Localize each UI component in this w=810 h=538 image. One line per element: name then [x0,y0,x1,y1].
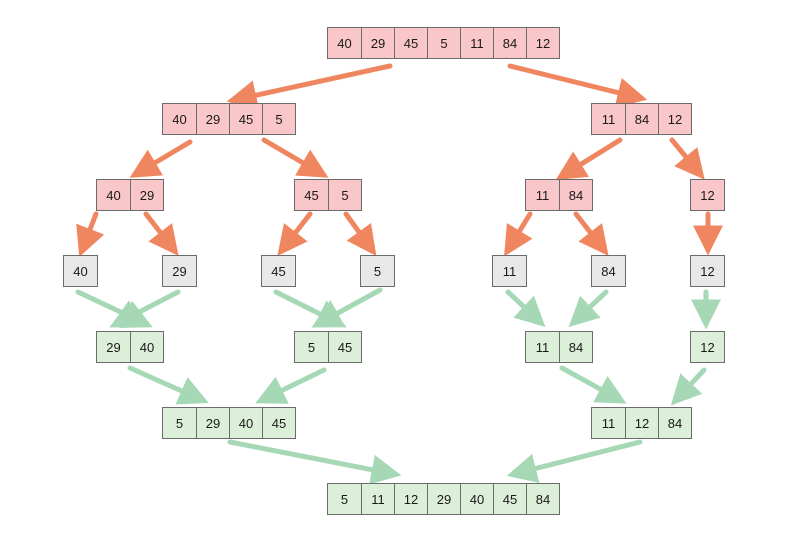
array-cell: 29 [361,28,394,58]
array-cell: 11 [535,339,550,355]
split-arrow [573,211,609,256]
array-box: 40 29 45 5 [162,103,296,135]
array-cell: 12 [526,28,559,58]
array-cell: 29 [172,263,187,279]
merge-arrow [568,289,609,328]
array-cell: 11 [535,187,550,203]
array-box: 11 [492,255,527,287]
array-box: 45 [261,255,296,287]
split-arrow [261,137,329,178]
array-cell: 11 [601,111,616,127]
array-cell: 45 [394,28,427,58]
split-arrow [669,137,705,180]
merge-arrow [255,367,327,404]
array-box: 11 84 12 [591,103,692,135]
array-cell: 11 [601,415,616,431]
array-box: 40 [63,255,98,287]
array-cell: 45 [229,104,262,134]
array-box: 5 [360,255,395,287]
merge-arrow [127,365,209,405]
array-cell: 40 [460,484,493,514]
array-cell: 29 [427,484,460,514]
array-box: 11 84 [525,331,593,363]
array-cell: 45 [304,187,319,203]
array-cell: 11 [361,484,394,514]
split-arrow [343,211,377,257]
merge-arrow [75,289,153,328]
array-cell: 84 [559,180,592,210]
array-cell: 84 [493,28,526,58]
array-cell: 5 [340,491,349,507]
array-box: 84 [591,255,626,287]
array-box: 40 29 45 5 11 84 12 [327,27,560,59]
array-cell: 12 [394,484,427,514]
split-arrow [277,211,313,256]
array-cell: 84 [559,332,592,362]
array-cell: 11 [502,263,517,279]
array-box: 40 29 [96,179,164,211]
split-arrow [504,211,533,257]
array-cell: 84 [601,263,616,279]
split-arrow [129,139,193,178]
array-box: 29 40 [96,331,164,363]
array-cell: 84 [658,408,691,438]
array-box: 5 29 40 45 [162,407,296,439]
array-cell: 29 [196,408,229,438]
array-cell: 5 [175,415,184,431]
array-cell: 84 [526,484,559,514]
array-cell: 12 [700,263,715,279]
array-cell: 5 [307,339,316,355]
array-cell: 29 [106,339,121,355]
array-cell: 29 [130,180,163,210]
split-arrow [555,137,623,180]
array-cell: 12 [625,408,658,438]
merge-arrow [311,287,383,328]
array-cell: 12 [658,104,691,134]
array-cell: 40 [337,35,352,51]
array-box: 29 [162,255,197,287]
split-arrow [143,211,179,256]
array-box: 11 84 [525,179,593,211]
array-box: 5 11 12 29 40 45 84 [327,483,560,515]
array-cell: 40 [130,332,163,362]
merge-arrow [227,439,402,485]
array-cell: 45 [271,263,286,279]
array-cell: 12 [700,187,715,203]
array-cell: 5 [373,263,382,279]
array-box: 11 12 84 [591,407,692,439]
array-box: 45 5 [294,179,362,211]
array-box: 12 [690,331,725,363]
array-cell: 5 [427,28,460,58]
array-box: 12 [690,255,725,287]
array-cell: 29 [196,104,229,134]
array-cell: 40 [106,187,121,203]
array-box: 12 [690,179,725,211]
split-arrow [507,63,648,108]
merge-arrow [670,367,707,406]
array-cell: 45 [262,408,295,438]
split-arrow [76,211,105,257]
merge-arrow [559,365,627,404]
array-cell: 40 [73,263,88,279]
array-box: 5 45 [294,331,362,363]
merge-arrow [505,289,546,328]
array-cell: 40 [229,408,262,438]
array-cell: 45 [493,484,526,514]
array-cell: 45 [328,332,361,362]
array-cell: 5 [262,104,295,134]
array-cell: 5 [328,180,361,210]
array-cell: 84 [625,104,658,134]
array-cell: 40 [172,111,187,127]
merge-arrow [506,439,643,483]
array-cell: 12 [700,339,715,355]
merge-arrow [109,289,181,328]
array-cell: 11 [460,28,493,58]
split-arrow [226,63,393,110]
